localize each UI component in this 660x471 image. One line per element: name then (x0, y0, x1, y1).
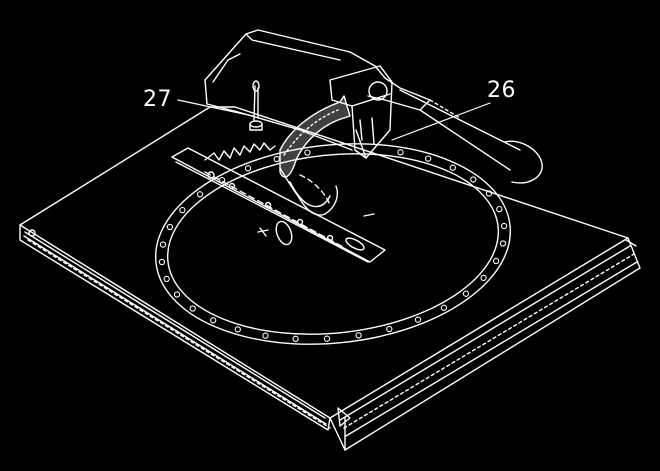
turntable (146, 127, 521, 361)
motor-cylinder (400, 90, 542, 183)
scale-dot (293, 336, 298, 341)
scale-dot (164, 276, 169, 281)
left-rail (24, 230, 330, 428)
scale-dot (398, 150, 403, 155)
scale-dot (450, 165, 455, 170)
scale-dot (471, 177, 476, 182)
callout-26: 26 (487, 78, 516, 103)
scale-dot (356, 333, 361, 338)
scale-dot (441, 305, 446, 310)
scale-dot (235, 327, 240, 332)
scale-dot (245, 166, 250, 171)
fence-bar (172, 148, 385, 262)
scale-dot (481, 275, 486, 280)
scale-dot (415, 317, 420, 322)
callout-leaders (178, 100, 490, 140)
scale-dot (463, 291, 468, 296)
scale-dot (167, 224, 172, 229)
support-arm (330, 66, 392, 158)
scale-dot (180, 208, 185, 213)
scale-dot (494, 258, 499, 263)
scale-dot (263, 333, 268, 338)
leader-27 (178, 100, 253, 116)
scale-dot (211, 318, 216, 323)
rotation-arrow (280, 96, 350, 177)
right-rail (338, 240, 637, 436)
saw-blade (205, 143, 337, 215)
scale-dot (324, 336, 329, 341)
motor-housing (205, 30, 430, 150)
knob (250, 81, 262, 130)
scale-dot (159, 259, 164, 264)
scale-dot (174, 292, 179, 297)
scale-dot (274, 156, 279, 161)
scale-dot (502, 223, 507, 228)
scale-dot (190, 306, 195, 311)
scale-dot (426, 156, 431, 161)
scale-dot (486, 191, 491, 196)
table-marks (258, 214, 374, 236)
leader-26 (392, 103, 490, 140)
scale-dot (160, 242, 165, 247)
scale-dot (305, 150, 310, 155)
scale-dot (387, 326, 392, 331)
scale-dot (497, 207, 502, 212)
scale-dot (197, 192, 202, 197)
scale-dot (500, 241, 505, 246)
turntable-scale-dots (159, 150, 506, 342)
table-base (20, 107, 640, 450)
callout-27: 27 (143, 87, 172, 112)
